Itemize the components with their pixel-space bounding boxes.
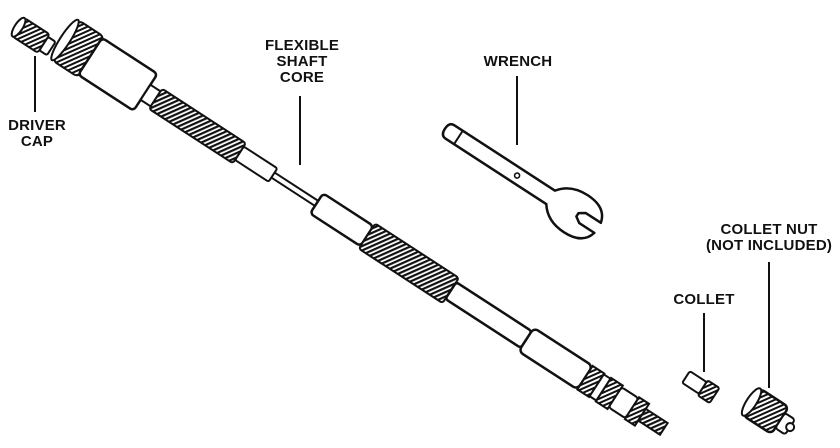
label-collet-nut-line-1: COLLET NUT <box>720 221 818 238</box>
label-collet-nut: COLLET NUT (NOT INCLUDED) <box>700 222 838 254</box>
collet-nut-part <box>740 387 796 435</box>
label-driver-cap-line-1: DRIVER <box>8 117 66 134</box>
label-collet-nut-line-2: (NOT INCLUDED) <box>705 237 833 254</box>
label-wrench-line-1: WRENCH <box>483 53 553 70</box>
label-wrench: WRENCH <box>476 54 560 70</box>
driver-cap-part <box>10 16 56 56</box>
label-driver-cap-line-2: CAP <box>20 133 54 150</box>
label-shaft-core-line-1: FLEXIBLE <box>264 37 340 54</box>
label-driver-cap: DRIVER CAP <box>4 118 70 150</box>
flexible-shaft-assembly <box>50 18 670 437</box>
label-collet: COLLET <box>666 292 742 308</box>
label-shaft-core-line-2: SHAFT <box>276 53 328 70</box>
collet-part <box>681 370 720 404</box>
label-collet-line-1: COLLET <box>673 291 735 308</box>
label-flexible-shaft-core: FLEXIBLE SHAFT CORE <box>254 38 350 86</box>
wrench-part <box>441 122 604 240</box>
label-shaft-core-line-3: CORE <box>279 69 325 86</box>
